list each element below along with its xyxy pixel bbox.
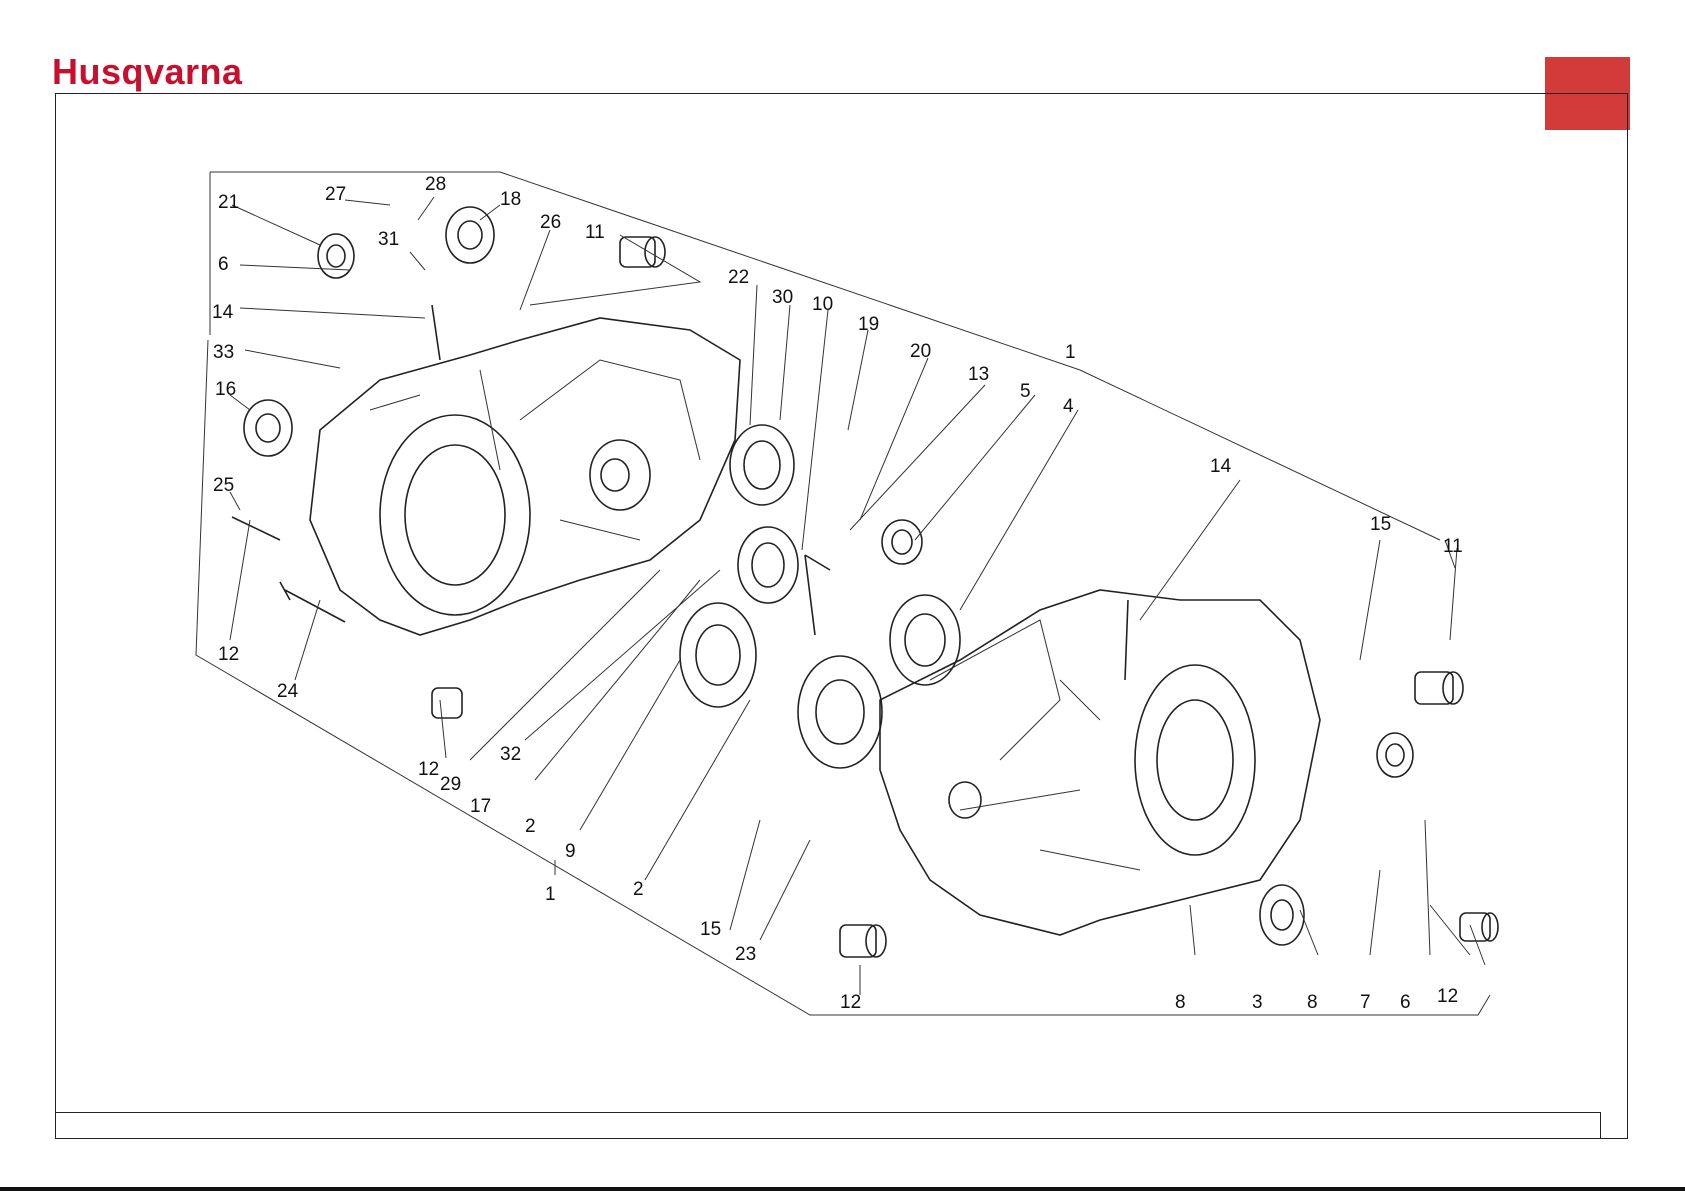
label-7: 7: [1360, 992, 1371, 1013]
label-33: 33: [213, 342, 234, 363]
label-1-top: 1: [1065, 342, 1076, 363]
label-6-right: 6: [1400, 992, 1411, 1013]
bushing-11-top: [620, 237, 665, 267]
label-32: 32: [500, 744, 521, 765]
bolt-24: [280, 582, 345, 622]
dowel-12-right: [1460, 913, 1498, 941]
label-14-right: 14: [1210, 456, 1232, 477]
bearing-2-left: [680, 603, 756, 707]
bolt-25: [232, 517, 280, 540]
label-20: 20: [910, 341, 931, 362]
label-9: 9: [565, 841, 576, 862]
dowel-12-lower: [840, 925, 886, 957]
label-11-top: 11: [585, 222, 605, 243]
seal-16: [244, 400, 292, 456]
label-16: 16: [215, 379, 236, 400]
bearing-2-right: [798, 656, 882, 768]
label-10: 10: [812, 294, 833, 315]
bearing-4: [890, 595, 960, 685]
label-12-left: 12: [218, 644, 239, 665]
stud-14-left: [432, 305, 440, 360]
right-crankcase-half: [880, 590, 1320, 935]
label-28: 28: [425, 174, 446, 195]
plate-10: [805, 555, 830, 635]
label-31: 31: [378, 229, 399, 250]
seal-3: [1260, 885, 1304, 945]
label-27: 27: [325, 184, 346, 205]
label-21: 21: [218, 192, 239, 213]
needle-bearing-5: [882, 520, 922, 564]
dowel-12-left: [432, 688, 462, 718]
assembly-bracket-left: [196, 172, 1490, 1015]
label-26: 26: [540, 212, 561, 233]
label-19: 19: [858, 314, 879, 335]
label-24: 24: [277, 681, 299, 702]
label-12-right: 12: [1437, 986, 1458, 1007]
bushing-11-right: [1415, 672, 1463, 704]
label-11-right: 11: [1443, 536, 1463, 557]
label-13: 13: [968, 364, 989, 385]
label-25: 25: [213, 475, 234, 496]
label-17: 17: [470, 796, 491, 817]
label-1-bottom: 1: [545, 884, 556, 905]
label-12-middle: 12: [418, 759, 439, 780]
label-6-left: 6: [218, 254, 229, 275]
label-2-left: 2: [525, 816, 536, 837]
label-8-left: 8: [1175, 992, 1186, 1013]
label-4: 4: [1063, 396, 1074, 417]
stud-14-right: [1125, 600, 1128, 680]
label-2-right: 2: [633, 879, 644, 900]
label-3: 3: [1252, 992, 1263, 1013]
label-14-left: 14: [212, 302, 234, 323]
label-12-bottom: 12: [840, 992, 861, 1013]
bearing-21: [318, 234, 354, 278]
bearing-9: [738, 527, 798, 603]
left-crankcase-half: [310, 318, 740, 635]
bearing-6-right: [1377, 733, 1413, 777]
label-18: 18: [500, 189, 521, 210]
label-29: 29: [440, 774, 461, 795]
label-15-left: 15: [700, 919, 721, 940]
label-23: 23: [735, 944, 756, 965]
bearing-30: [730, 425, 794, 505]
label-8-right: 8: [1307, 992, 1318, 1013]
label-5: 5: [1020, 381, 1031, 402]
label-30: 30: [772, 287, 793, 308]
label-22: 22: [728, 267, 749, 288]
label-15-right: 15: [1370, 514, 1391, 535]
